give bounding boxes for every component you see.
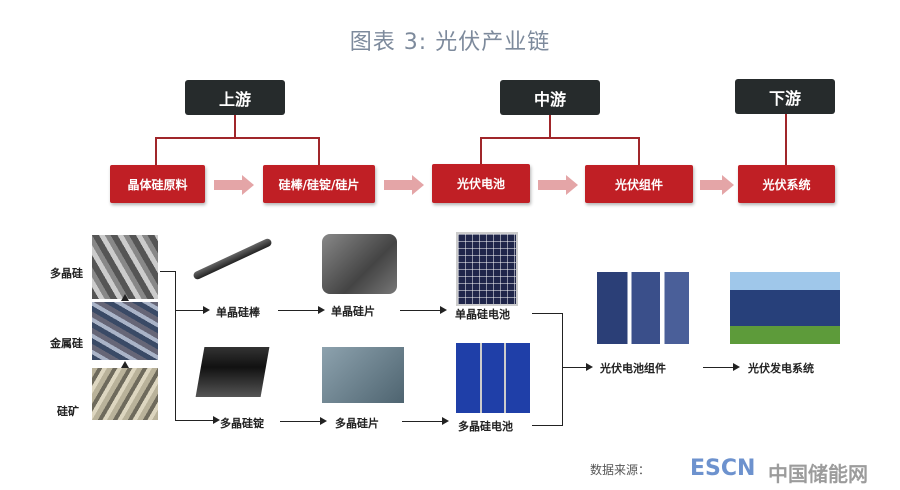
stage-upstream: 上游 [185, 80, 285, 115]
connector [549, 115, 551, 138]
connector [480, 137, 482, 165]
flow-arrow-icon [700, 180, 722, 190]
mono-cell-image [456, 232, 518, 306]
polysilicon-image [92, 235, 158, 299]
flow-line [175, 310, 203, 311]
arrow-up-icon [121, 361, 129, 368]
label-multi-ingot: 多晶硅锭 [220, 417, 264, 430]
label-mono-cell: 单晶硅电池 [455, 308, 510, 321]
stage-midstream: 中游 [500, 80, 600, 115]
connector [638, 137, 640, 165]
flow-arrow-icon [566, 175, 578, 195]
label-metal-silicon: 金属硅 [50, 337, 83, 350]
step-pv-module: 光伏组件 [585, 165, 693, 203]
flow-line [175, 271, 176, 420]
flow-arrow-icon [412, 175, 424, 195]
multi-wafer-image [322, 347, 404, 403]
flow-line [562, 313, 563, 426]
label-silica-ore: 硅矿 [57, 405, 79, 418]
label-mono-wafer: 单晶硅片 [331, 305, 375, 318]
multi-ingot-image [195, 347, 270, 397]
label-polysilicon: 多晶硅 [50, 267, 83, 280]
mono-rod-image [192, 237, 273, 281]
flow-arrow-icon [214, 180, 242, 190]
figure-title: 图表 3: 光伏产业链 [349, 30, 551, 55]
mono-wafer-image [322, 234, 397, 294]
label-pv-module: 光伏电池组件 [600, 362, 666, 375]
connector [318, 137, 320, 165]
flow-line [703, 367, 733, 368]
flow-line [160, 271, 175, 272]
flow-line [175, 420, 213, 421]
step-pv-system: 光伏系统 [738, 165, 835, 203]
arrow-right-icon [320, 417, 327, 425]
arrow-right-icon [586, 363, 593, 371]
source-note: 数据来源： [590, 463, 651, 477]
flow-line [402, 421, 442, 422]
arrow-right-icon [213, 416, 220, 424]
pv-system-image [730, 272, 840, 344]
label-mono-rod: 单晶硅棒 [216, 306, 260, 319]
flow-line [532, 425, 562, 426]
step-raw-silicon: 晶体硅原料 [110, 165, 205, 203]
step-rod-ingot-wafer: 硅棒/硅锭/硅片 [263, 165, 375, 203]
arrow-right-icon [318, 306, 325, 314]
flow-line [280, 421, 320, 422]
connector [234, 115, 236, 138]
label-pv-system: 光伏发电系统 [748, 362, 814, 375]
stage-downstream: 下游 [735, 79, 835, 114]
flow-arrow-icon [242, 175, 254, 195]
flow-arrow-icon [538, 180, 566, 190]
flow-line [532, 313, 562, 314]
silica-ore-image [92, 368, 158, 420]
watermark-brand: ESCN [690, 456, 756, 481]
connector [785, 114, 787, 165]
arrow-right-icon [442, 417, 449, 425]
flow-line [278, 310, 318, 311]
label-multi-wafer: 多晶硅片 [335, 417, 379, 430]
connector [155, 137, 157, 165]
connector [155, 137, 320, 139]
flow-arrow-icon [384, 180, 412, 190]
metal-silicon-image [92, 302, 158, 360]
step-pv-cell: 光伏电池 [432, 164, 530, 203]
flow-line [562, 367, 586, 368]
pv-module-image [597, 272, 699, 344]
arrow-right-icon [203, 306, 210, 314]
flow-arrow-icon [722, 175, 734, 195]
connector [480, 137, 640, 139]
flow-line [400, 310, 440, 311]
watermark-name: 中国储能网 [768, 462, 868, 486]
arrow-up-icon [121, 294, 129, 301]
arrow-right-icon [733, 363, 740, 371]
multi-cell-image [456, 343, 530, 413]
arrow-right-icon [440, 306, 447, 314]
label-multi-cell: 多晶硅电池 [458, 420, 513, 433]
